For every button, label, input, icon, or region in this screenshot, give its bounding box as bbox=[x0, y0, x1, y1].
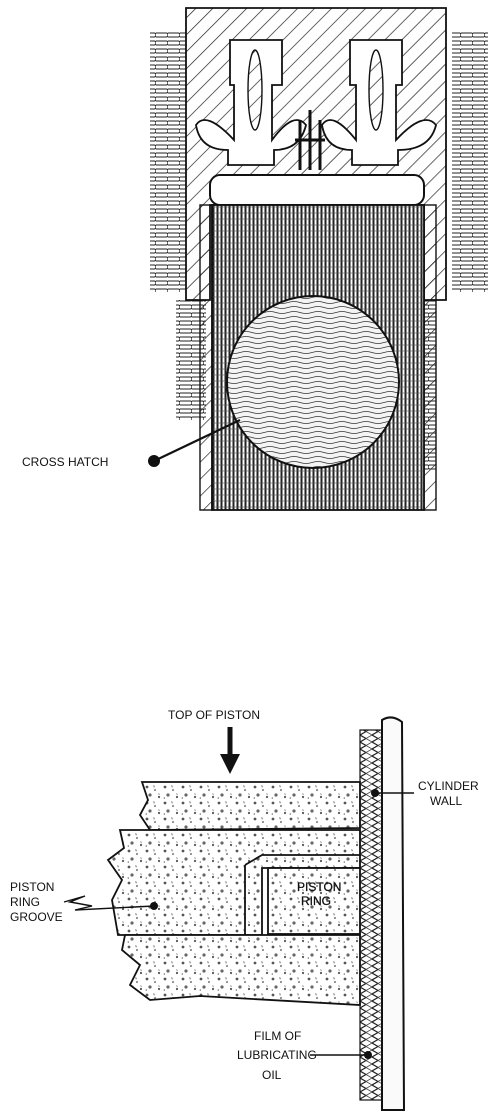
piston-ring-detail: TOP OF PISTON PISTON RING bbox=[106, 708, 406, 1111]
cylinder-wall bbox=[381, 716, 406, 1111]
oil-label-line2: LUBRICATING bbox=[237, 1048, 317, 1062]
piston-ring-groove-callout: PISTON RING GROOVE bbox=[10, 880, 158, 924]
cylinder-wall-label-line2: WALL bbox=[430, 794, 463, 808]
piston-ring-label-line2: RING bbox=[301, 894, 331, 908]
cylinder-wall-label-line1: CYLINDER bbox=[418, 779, 479, 793]
spark-plug-tip bbox=[295, 110, 325, 170]
cross-hatch-label: CROSS HATCH bbox=[22, 455, 108, 469]
top-of-piston-arrow bbox=[220, 727, 240, 774]
barrel-wall-right bbox=[423, 204, 437, 511]
piston-top-land bbox=[138, 781, 361, 831]
oil-film bbox=[359, 729, 383, 1101]
top-of-piston-label: TOP OF PISTON bbox=[168, 708, 260, 722]
head-fins-left bbox=[150, 32, 186, 292]
groove-label-line3: GROOVE bbox=[10, 910, 63, 924]
oil-label-line3: OIL bbox=[262, 1068, 282, 1082]
cylinder-cross-section bbox=[150, 7, 488, 511]
cylinder-wall-callout: CYLINDER WALL bbox=[371, 779, 479, 808]
cross-hatch-callout: CROSS HATCH bbox=[22, 419, 241, 469]
valve-stem-right bbox=[368, 49, 384, 131]
oil-film-callout: FILM OF LUBRICATING OIL bbox=[237, 1029, 372, 1082]
barrel-wall-left bbox=[199, 204, 213, 511]
piston-ring-label-line1: PISTON bbox=[297, 880, 341, 894]
groove-label-line1: PISTON bbox=[10, 880, 54, 894]
groove-label-line2: RING bbox=[10, 895, 40, 909]
combustion-chamber bbox=[209, 174, 425, 206]
cross-hatch-detail bbox=[226, 295, 400, 469]
valve-stem-left bbox=[247, 49, 263, 131]
head-fins-right bbox=[452, 32, 488, 292]
piston-skirt bbox=[121, 934, 361, 1006]
oil-label-line1: FILM OF bbox=[254, 1029, 301, 1043]
piston-ring bbox=[267, 867, 361, 935]
